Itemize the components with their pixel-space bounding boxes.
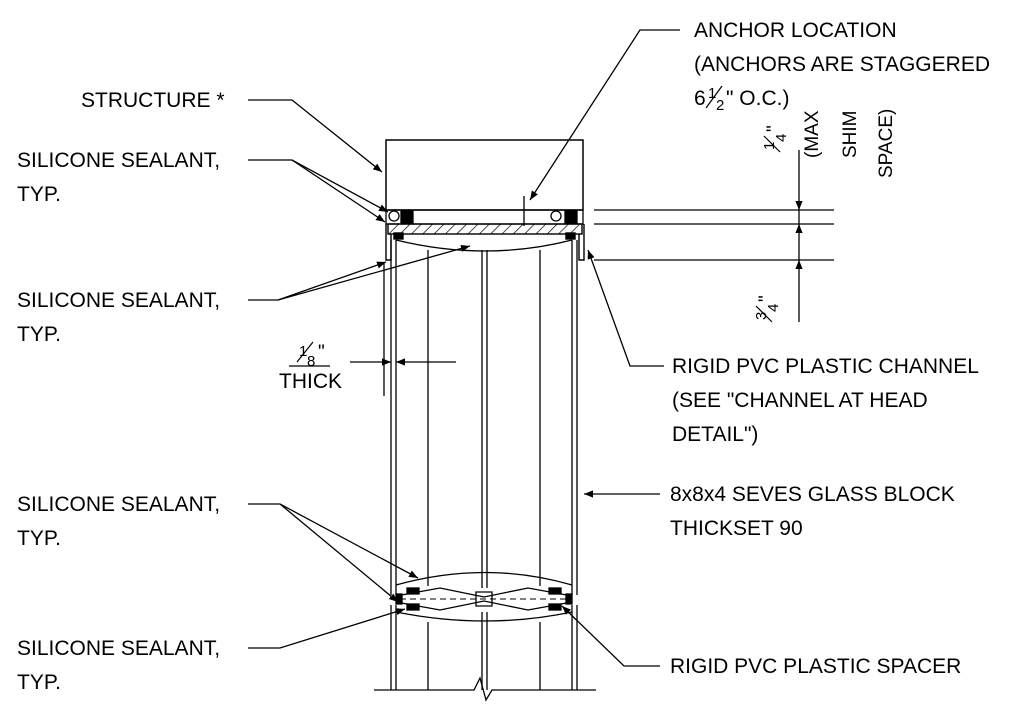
structure-label: STRUCTURE *	[81, 89, 225, 112]
glass-block-label-line1: 8x8x4 SEVES GLASS BLOCK	[670, 483, 955, 506]
sealant-label-1-line2: TYP.	[17, 183, 61, 206]
spacer-label: RIGID PVC PLASTIC SPACER	[670, 655, 961, 678]
bottom-spacer-joint	[395, 587, 573, 611]
glass-block-label-line2: THICKSET 90	[670, 517, 803, 540]
channel-label-line2: (SEE "CHANNEL AT HEAD	[672, 389, 928, 412]
shim-dimension-text: (MAX SHIM SPACE)	[802, 109, 897, 178]
thick-word: THICK	[279, 370, 342, 393]
channel-label-line1: RIGID PVC PLASTIC CHANNEL	[672, 355, 979, 378]
sealant-label-3-line1: SILICONE SEALANT,	[17, 493, 220, 516]
channel-inch-mark: "	[756, 295, 777, 302]
shim-denominator: 4	[773, 134, 790, 142]
glass-block	[390, 239, 578, 595]
shim-text-line2: SHIM	[840, 111, 861, 159]
channel-denominator: 4	[765, 304, 782, 312]
sealant-label-1-line1: SILICONE SEALANT,	[17, 149, 220, 172]
shim-text-line3: SPACE)	[876, 109, 897, 178]
structure-block	[385, 139, 584, 211]
anchor-spacing-numerator: 1	[708, 85, 716, 102]
sealant-label-3-line2: TYP.	[17, 527, 61, 550]
thick-numerator: 1	[299, 343, 307, 360]
head-sealant-joints	[385, 209, 584, 225]
shim-inch-mark: "	[764, 125, 785, 132]
anchor-spacing: 6 1 2 " O.C.)	[694, 85, 789, 114]
thick-inch-mark: "	[318, 342, 325, 363]
anchor-label-line1: ANCHOR LOCATION	[694, 19, 897, 42]
thickness-dimension-label: 1 8 " THICK	[279, 341, 342, 393]
shim-text-line1: (MAX	[802, 110, 823, 158]
shim-dimension-label: 1 4 "	[761, 125, 790, 153]
thick-denominator: 8	[307, 353, 315, 370]
sealant-label-2-line2: TYP.	[17, 323, 61, 346]
sealant-label-4-line1: SILICONE SEALANT,	[17, 637, 220, 660]
channel-dimension-label: 3 4 "	[753, 295, 782, 323]
shim-numerator: 1	[761, 142, 778, 150]
anchor-spacing-whole: 6	[694, 87, 706, 110]
anchor-spacing-rest: " O.C.)	[726, 87, 789, 110]
lower-glass-block	[374, 605, 596, 702]
channel-label-line3: DETAIL")	[672, 423, 758, 446]
anchor-spacing-denominator: 2	[716, 97, 724, 114]
dimension-lines	[350, 150, 834, 396]
sealant-label-4-line2: TYP.	[17, 671, 61, 694]
anchor-label-line2: (ANCHORS ARE STAGGERED	[694, 53, 990, 76]
sealant-label-2-line1: SILICONE SEALANT,	[17, 289, 220, 312]
channel-numerator: 3	[753, 312, 770, 320]
pvc-channel	[385, 223, 585, 261]
leader-lines	[248, 29, 680, 667]
